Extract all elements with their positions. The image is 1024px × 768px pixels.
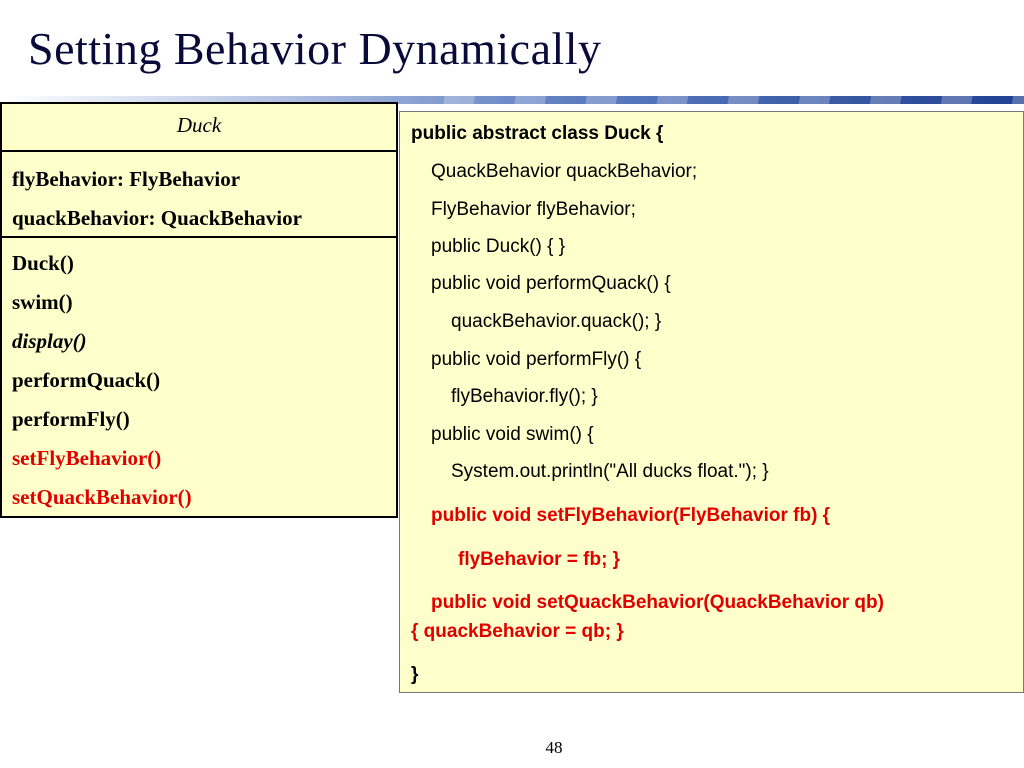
page-number: 48 bbox=[0, 738, 1024, 758]
uml-attributes: flyBehavior: FlyBehavior quackBehavior: … bbox=[2, 152, 396, 238]
code-line: quackBehavior.quack(); } bbox=[451, 311, 662, 332]
uml-attribute: flyBehavior: FlyBehavior bbox=[12, 167, 241, 191]
page-number-text: 48 bbox=[545, 738, 563, 757]
uml-method-highlighted: setQuackBehavior() bbox=[12, 485, 192, 509]
uml-class-diagram: Duck flyBehavior: FlyBehavior quackBehav… bbox=[0, 102, 398, 518]
uml-methods: Duck() swim() display() performQuack() p… bbox=[2, 238, 396, 517]
code-line: public abstract class Duck { bbox=[411, 123, 664, 144]
code-line: } bbox=[411, 664, 419, 685]
code-line: public void performQuack() { bbox=[431, 273, 671, 294]
code-line-highlighted: public void setQuackBehavior(QuackBehavi… bbox=[431, 592, 884, 613]
code-listing: public abstract class Duck { QuackBehavi… bbox=[399, 111, 1024, 693]
code-line: public Duck() { } bbox=[431, 236, 566, 257]
code-line-highlighted: { quackBehavior = qb; } bbox=[411, 621, 624, 642]
slide-title: Setting Behavior Dynamically bbox=[28, 23, 602, 74]
uml-method: swim() bbox=[12, 290, 73, 314]
code-line: public void performFly() { bbox=[431, 349, 642, 370]
uml-method: performQuack() bbox=[12, 368, 161, 392]
title-underline-bar bbox=[0, 96, 1024, 104]
code-line: System.out.println("All ducks float."); … bbox=[451, 461, 769, 482]
code-line: FlyBehavior flyBehavior; bbox=[431, 199, 636, 220]
uml-method: Duck() bbox=[12, 251, 74, 275]
code-line: public void swim() { bbox=[431, 424, 594, 445]
code-line-highlighted: public void setFlyBehavior(FlyBehavior f… bbox=[431, 505, 831, 526]
uml-attribute: quackBehavior: QuackBehavior bbox=[12, 206, 302, 230]
code-line: QuackBehavior quackBehavior; bbox=[431, 161, 698, 182]
uml-method-abstract: display() bbox=[12, 329, 87, 353]
uml-method-highlighted: setFlyBehavior() bbox=[12, 446, 162, 470]
code-line-highlighted: flyBehavior = fb; } bbox=[458, 549, 621, 570]
uml-class-name: Duck bbox=[2, 104, 396, 152]
uml-method: performFly() bbox=[12, 407, 130, 431]
code-line: flyBehavior.fly(); } bbox=[451, 386, 598, 407]
